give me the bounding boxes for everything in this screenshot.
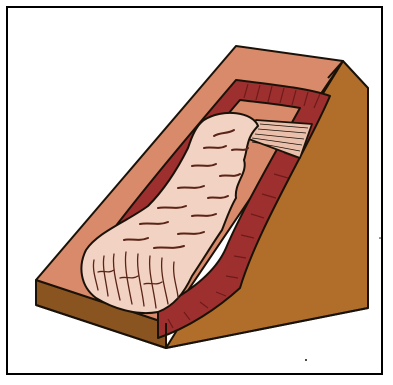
speck-mark xyxy=(305,359,307,361)
landslide-diagram xyxy=(8,8,381,373)
figure-frame xyxy=(6,6,383,375)
speck-mark xyxy=(379,237,381,239)
